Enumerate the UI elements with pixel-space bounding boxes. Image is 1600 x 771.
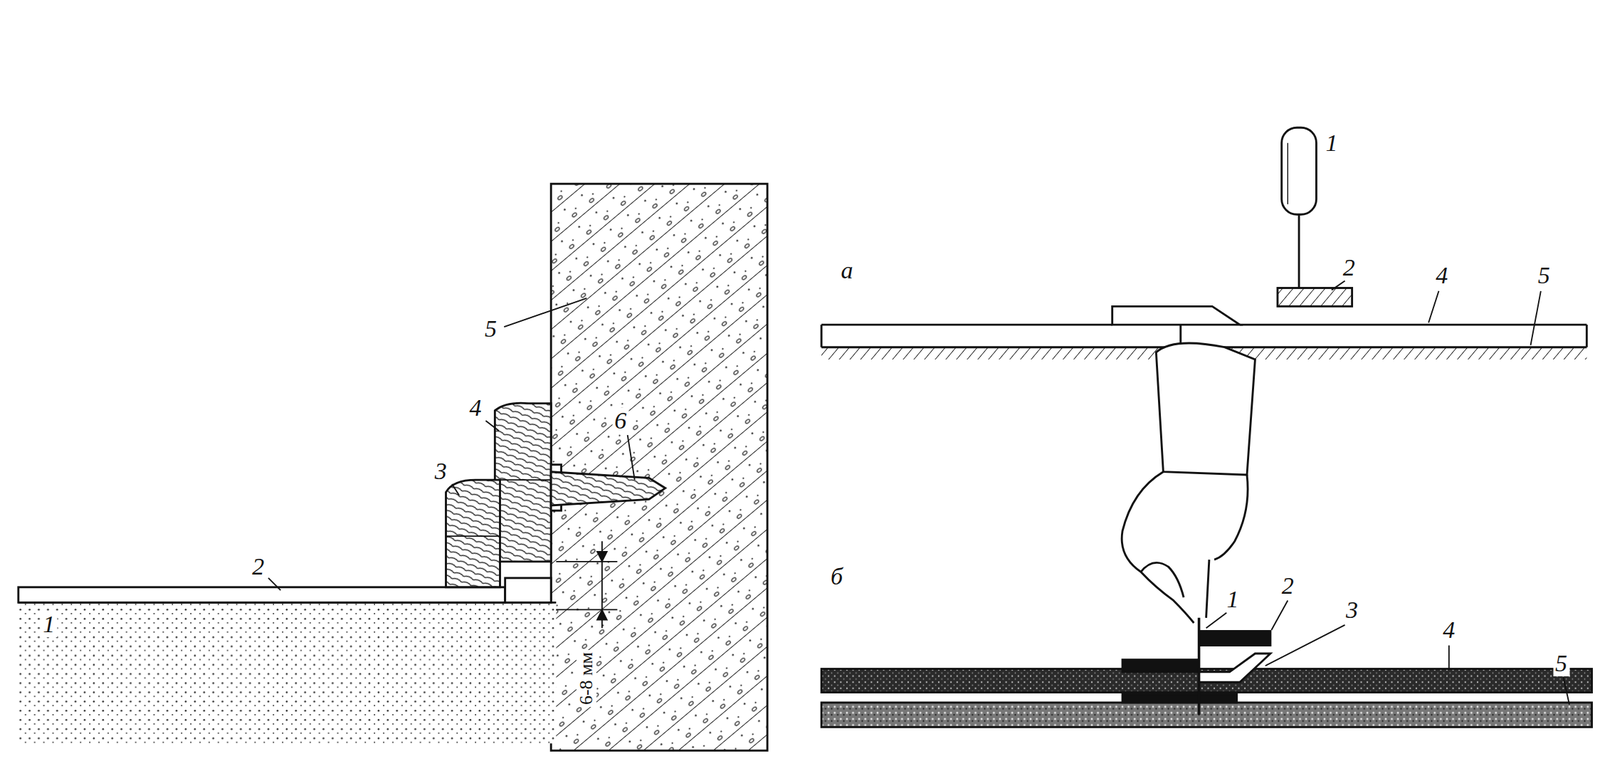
callout-number: 6 xyxy=(612,407,629,434)
callout-number: 3 xyxy=(432,458,450,484)
callout-number: 1 xyxy=(1224,586,1241,613)
callout-number: 1 xyxy=(40,611,57,638)
sleeve xyxy=(1155,343,1255,475)
callout-number: 2 xyxy=(249,553,267,580)
callout-number: 2 xyxy=(1340,254,1358,281)
figure-letter: а xyxy=(838,257,855,284)
ruler-block xyxy=(1199,630,1271,645)
fillet xyxy=(446,479,501,588)
callout-number: 3 xyxy=(1343,597,1361,623)
base-strip xyxy=(821,702,1592,727)
callout-number: 2 xyxy=(1279,572,1297,599)
dimension-label: 6-8 мм xyxy=(576,649,597,707)
callout-number: 5 xyxy=(482,316,499,342)
wall xyxy=(550,183,768,751)
linoleum xyxy=(18,587,506,603)
cutter-blade xyxy=(1112,306,1240,325)
floor-base xyxy=(18,602,557,744)
hand xyxy=(1121,471,1248,623)
figure-letter: б xyxy=(828,563,845,590)
callout-number: 5 xyxy=(1535,262,1553,289)
callout-number: 4 xyxy=(467,395,484,421)
cutter-handle xyxy=(1281,127,1317,215)
callout-number: 4 xyxy=(1440,617,1457,643)
wooden-plug xyxy=(550,471,666,506)
ruler-block xyxy=(1277,288,1353,307)
baseboard xyxy=(494,402,551,562)
callout-number: 5 xyxy=(1553,650,1570,677)
callout-number: 1 xyxy=(1323,130,1340,156)
callout-number: 4 xyxy=(1433,262,1450,289)
